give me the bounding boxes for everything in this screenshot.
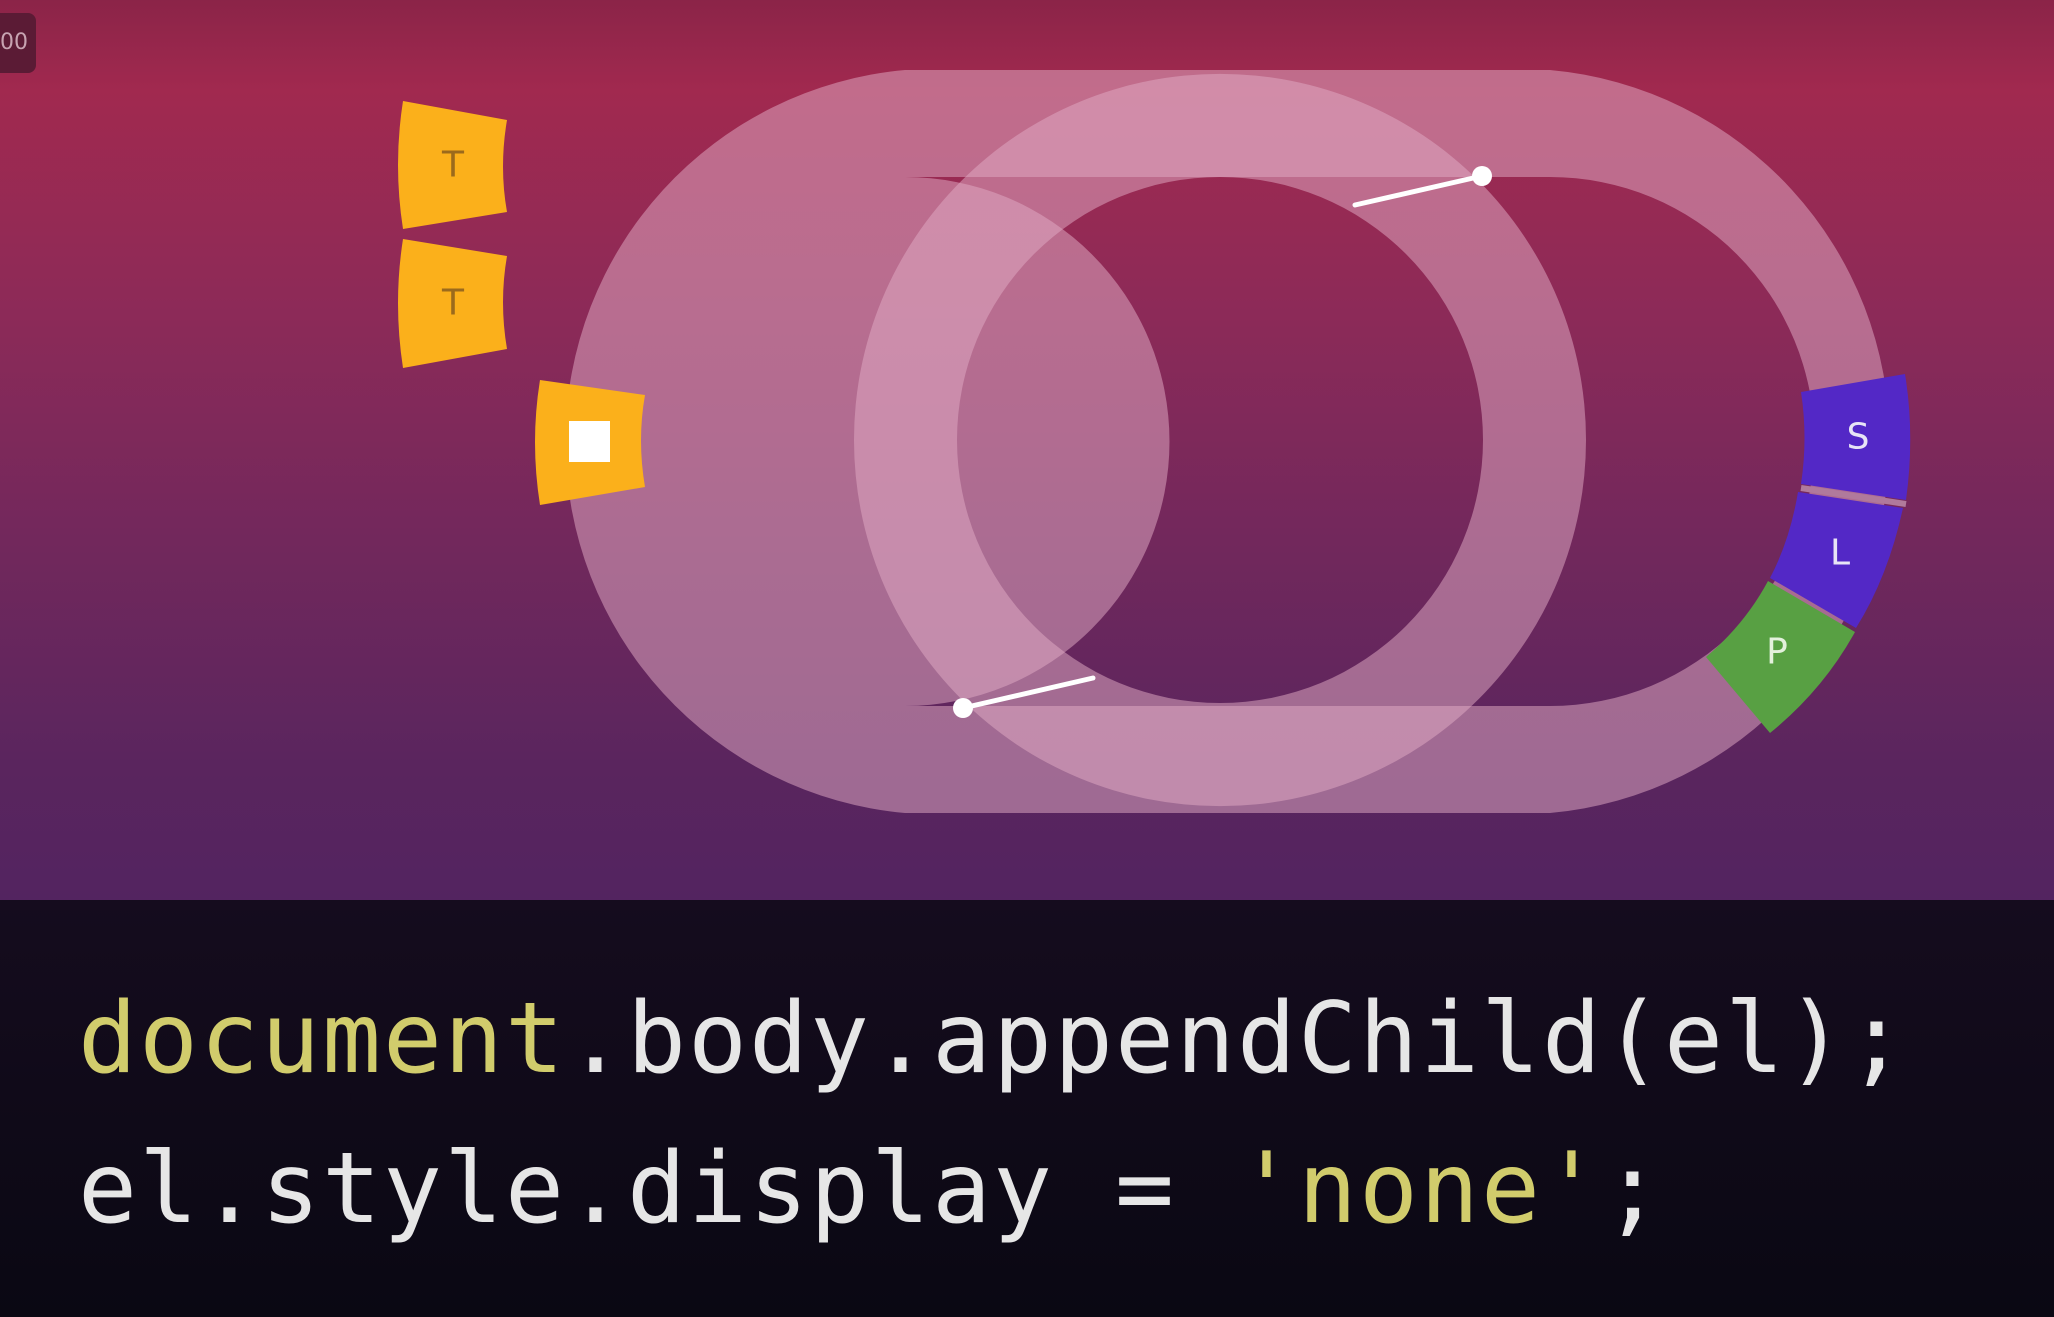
paint-block: P xyxy=(1706,581,1855,733)
timestamp-badge: 00 xyxy=(0,13,36,73)
layout-block: L xyxy=(1770,492,1903,628)
code-line-1: document.body.appendChild(el); xyxy=(78,982,1908,1096)
paint-label: P xyxy=(1766,632,1788,673)
code-token-string: 'none' xyxy=(1237,1132,1604,1246)
code-token-semicolon: ; xyxy=(1603,1132,1665,1246)
spinner-arm-bottom xyxy=(953,675,1096,718)
event-loop-diagram: T T S L P 00 xyxy=(0,0,2054,900)
task-label: T xyxy=(441,145,465,186)
code-token-assignment: el.style.display = xyxy=(78,1132,1238,1246)
code-line-2: el.style.display = 'none'; xyxy=(78,1132,1664,1246)
layout-label: L xyxy=(1830,533,1850,574)
code-token-object: document xyxy=(78,982,567,1096)
active-task-block xyxy=(535,380,645,505)
queued-task-2: T xyxy=(398,239,507,368)
style-block: S xyxy=(1801,374,1911,500)
task-label: T xyxy=(441,283,465,324)
block-separator xyxy=(1800,485,1907,507)
code-token-call: .body.appendChild(el); xyxy=(566,982,1909,1096)
event-loop-graphic: T T S L P xyxy=(398,70,1911,813)
spinner-arm-top xyxy=(1352,166,1492,208)
style-label: S xyxy=(1847,417,1870,458)
task-square-icon xyxy=(569,421,610,462)
outer-track xyxy=(565,70,1890,813)
code-panel: document.body.appendChild(el); el.style.… xyxy=(0,900,2054,1317)
queued-task-1: T xyxy=(398,101,507,229)
